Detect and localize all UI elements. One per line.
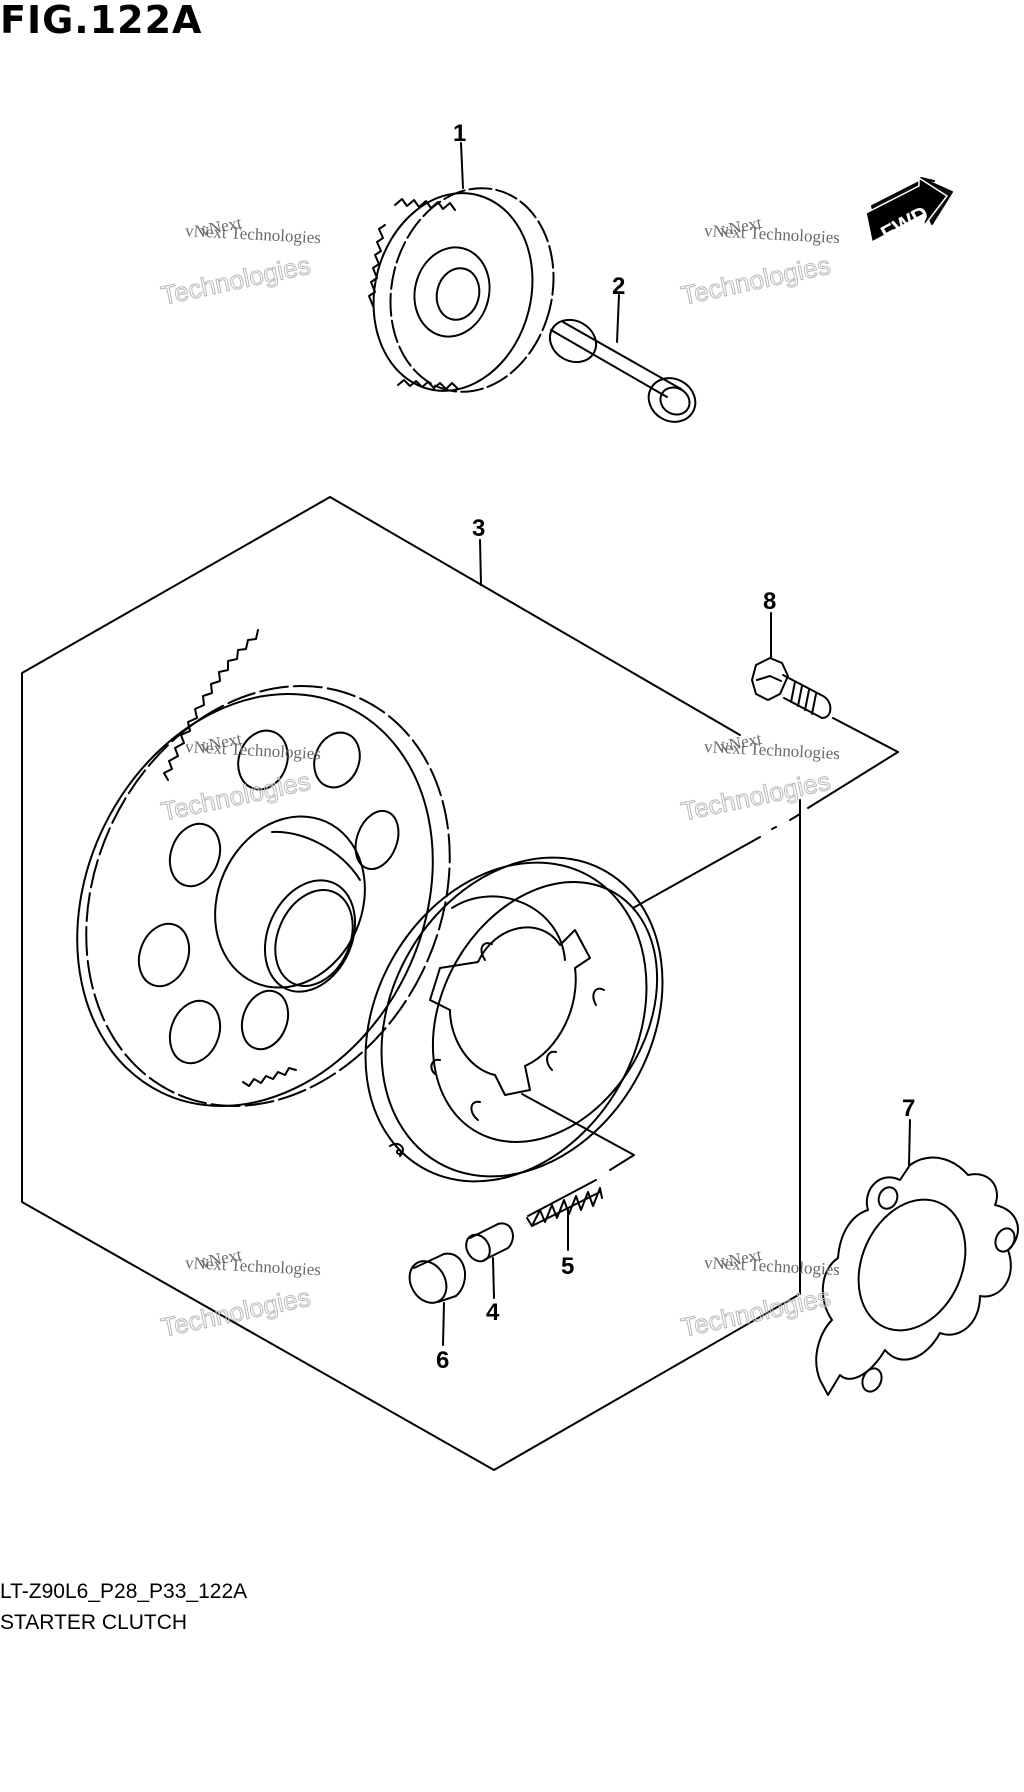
leader-7 [908,1119,911,1166]
svg-text:vNext Technologies: vNext Technologies [185,1253,322,1279]
callout-7: 7 [902,1095,915,1122]
axis-line-bolt [807,717,899,809]
part-3-clutch-housing [364,856,664,1183]
drawing-code: LT-Z90L6_P28_P33_122A [0,1580,248,1603]
assembly-outline-upper [329,496,741,736]
watermark-2: vNext vNext Technologies Technologies [678,213,841,311]
svg-text:Technologies: Technologies [158,250,313,311]
leader-1 [460,142,464,189]
leader-6 [442,1302,445,1346]
fwd-arrow-icon: FWD [865,177,953,246]
svg-text:vNext Technologies: vNext Technologies [185,221,322,247]
watermark-4: vNext vNext Technologies Technologies [678,729,841,827]
part-1-idle-gear [368,187,555,393]
leader-3 [479,539,482,586]
figure-title: FIG.122A [0,0,203,42]
part-6-roller [408,1252,466,1304]
callout-2: 2 [612,273,625,300]
callout-6: 6 [436,1347,449,1374]
axis-line-spring [521,1093,635,1171]
leader-2 [616,294,620,343]
part-2-shaft [548,318,697,423]
callout-5: 5 [561,1253,574,1280]
callout-4: 4 [486,1299,500,1326]
watermark-6: vNext vNext Technologies Technologies [678,1245,841,1343]
leader-4 [492,1257,495,1299]
svg-text:vNext Technologies: vNext Technologies [704,737,841,763]
callout-1: 1 [453,120,466,147]
part-5-spring [526,1179,603,1227]
part-4-pin [465,1222,514,1263]
callout-8: 8 [763,588,776,615]
drawing-name: STARTER CLUTCH [0,1611,188,1634]
svg-text:Technologies: Technologies [158,1282,313,1343]
part-8-bolt [751,657,832,719]
assembly-outline [21,496,801,1471]
svg-text:vNext Technologies: vNext Technologies [704,221,841,247]
watermark-1: vNext vNext Technologies Technologies [158,213,322,311]
part-3-starter-gear [76,629,451,1107]
svg-text:Technologies: Technologies [678,766,833,827]
part-7-plate [815,1156,1019,1396]
svg-text:Technologies: Technologies [678,250,833,311]
callout-3: 3 [472,515,485,542]
svg-text:vNext Technologies: vNext Technologies [185,737,322,763]
svg-text:Technologies: Technologies [678,1282,833,1343]
svg-text:vNext Technologies: vNext Technologies [704,1253,841,1279]
axis-line-upper [632,813,801,909]
